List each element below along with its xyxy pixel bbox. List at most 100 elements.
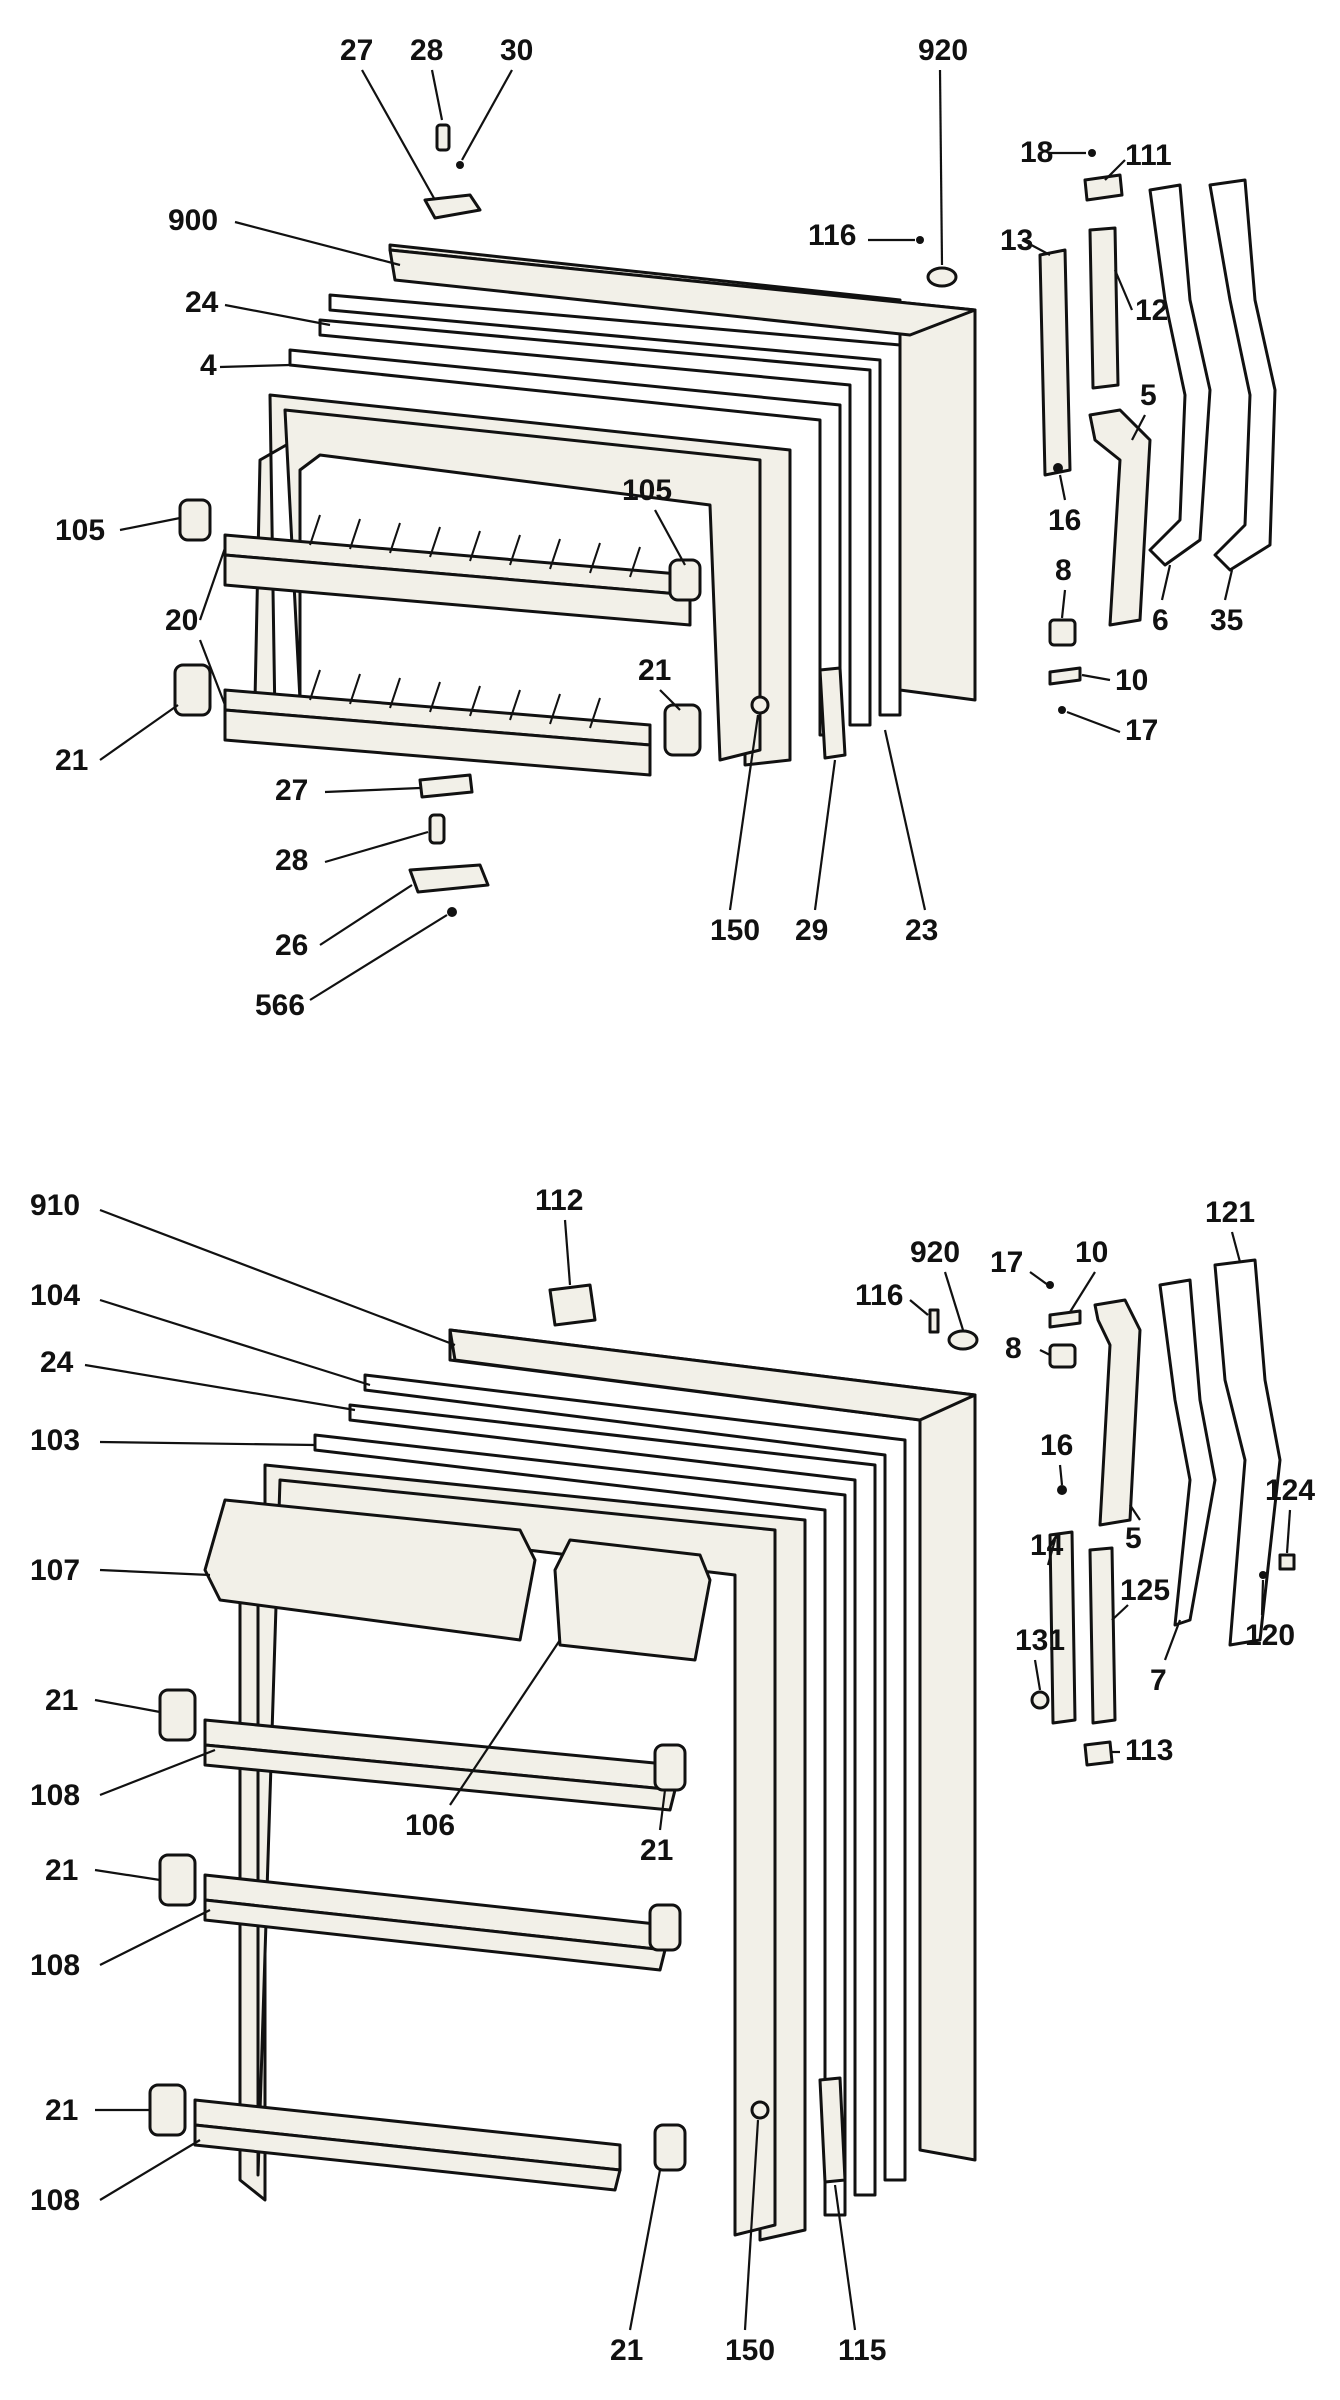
callout-label: 21 [55, 744, 88, 777]
callout-label: 27 [275, 774, 308, 807]
dairy-bin-107 [203, 1498, 537, 1642]
screw-16 [1053, 463, 1063, 473]
inner-liner-cavity [283, 408, 762, 762]
callout-label: 29 [795, 914, 828, 947]
outer-door-panel-face [388, 248, 977, 337]
callout-label: 35 [1210, 604, 1243, 637]
shelf-bracket-21 [653, 1743, 687, 1792]
part-10 [1048, 666, 1082, 686]
callout-label: 28 [275, 844, 308, 877]
callout-label: 20 [165, 604, 198, 637]
handle-6 [1148, 183, 1212, 567]
freezer-callouts: 27 28 30 920 900 116 18 111 24 4 13 12 5… [55, 34, 1243, 1022]
screw-bottom [447, 907, 457, 917]
handle-125 [1088, 1546, 1117, 1725]
callout-label: 111 [1125, 139, 1172, 172]
part-113 [1083, 1740, 1114, 1767]
shelf-support-bracket [663, 703, 702, 757]
shelf-bracket-21 [158, 1688, 197, 1742]
callout-label: 21 [45, 1684, 78, 1717]
handle-cap-13 [1038, 248, 1072, 477]
callout-label: 23 [905, 914, 938, 947]
shelf-support-bracket [173, 663, 212, 717]
callout-label: 910 [30, 1189, 80, 1222]
callout-label: 106 [405, 1809, 455, 1842]
door-gasket-inner [318, 318, 872, 727]
inner-cavity-fresh [256, 1478, 777, 2237]
liner-frame-103 [313, 1433, 847, 2217]
handle-35 [1208, 178, 1277, 572]
callout-label: 21 [640, 1834, 673, 1867]
callout-label: 108 [30, 2184, 80, 2217]
callout-label: 8 [1055, 554, 1072, 587]
hinge-plate [408, 863, 490, 894]
freezer-door-assembly [173, 123, 1277, 917]
callout-label: 900 [168, 204, 218, 237]
part-124 [1278, 1553, 1296, 1571]
screw-17 [1046, 1281, 1054, 1289]
callout-label: 8 [1005, 1332, 1022, 1365]
callout-label: 7 [1150, 1664, 1167, 1697]
outer-door-panel-910 [448, 1328, 977, 2162]
callout-label: 30 [500, 34, 533, 67]
callout-label: 121 [1205, 1196, 1255, 1229]
callout-label: 125 [1120, 1574, 1170, 1607]
lower-shelf [223, 669, 652, 777]
callout-label: 17 [1125, 714, 1158, 747]
shelf-bracket-21 [653, 2123, 687, 2172]
screw-16 [1057, 1485, 1067, 1495]
callout-label: 150 [725, 2334, 775, 2367]
callout-label: 103 [30, 1424, 80, 1457]
handle-cap-14 [1048, 1530, 1077, 1725]
callout-label: 105 [622, 474, 672, 507]
callout-label: 10 [1075, 1236, 1108, 1269]
shelf-bracket-21 [158, 1853, 197, 1907]
shelf-end-cap [668, 558, 702, 602]
callout-label: 920 [910, 1236, 960, 1269]
callout-label: 104 [30, 1279, 80, 1312]
plug [926, 266, 958, 288]
callout-label: 115 [838, 2334, 886, 2367]
callout-label: 21 [610, 2334, 643, 2367]
callout-label: 10 [1115, 664, 1148, 697]
handle-12 [1088, 226, 1120, 390]
callout-label: 12 [1135, 294, 1168, 327]
callout-label: 24 [185, 286, 219, 319]
hinge-cover-112 [548, 1283, 597, 1327]
callout-label: 150 [710, 914, 760, 947]
callout-label: 131 [1015, 1624, 1065, 1657]
hinge-pin-bottom [428, 813, 446, 845]
callout-label: 108 [30, 1779, 80, 1812]
door-shelf-108 [193, 2098, 622, 2192]
plug-920 [947, 1329, 979, 1351]
part-10 [1048, 1309, 1082, 1329]
part-131 [1030, 1690, 1050, 1710]
callout-label: 16 [1040, 1429, 1073, 1462]
callout-label: 120 [1245, 1619, 1295, 1652]
screw-116 [928, 1308, 940, 1334]
part-8 [1048, 618, 1077, 647]
screw-120 [1259, 1571, 1267, 1579]
callout-label: 28 [410, 34, 443, 67]
handle-7 [1158, 1278, 1217, 1627]
gasket-inner [348, 1403, 877, 2197]
callout-label: 13 [1000, 224, 1033, 257]
bottom-hinge-bracket [418, 773, 474, 799]
callout-label: 105 [55, 514, 105, 547]
callout-label: 6 [1152, 604, 1169, 637]
screw [456, 161, 464, 169]
shelf-bracket-21 [648, 1903, 682, 1952]
callout-label: 26 [275, 929, 308, 962]
callout-label: 113 [1125, 1734, 1173, 1767]
handle-bracket-5 [1088, 408, 1152, 627]
callout-label: 107 [30, 1554, 80, 1587]
callout-label: 920 [918, 34, 968, 67]
callout-label: 108 [30, 1949, 80, 1982]
screw-116 [916, 236, 924, 244]
fresh-food-callouts: 910 112 104 920 116 17 10 121 24 8 103 1… [30, 1184, 1315, 2367]
callout-label: 17 [990, 1246, 1023, 1279]
fresh-food-door-assembly [148, 1258, 1296, 2242]
part-111 [1083, 173, 1124, 202]
top-hinge-bracket [423, 193, 482, 220]
door-shelf-108 [203, 1873, 667, 1972]
